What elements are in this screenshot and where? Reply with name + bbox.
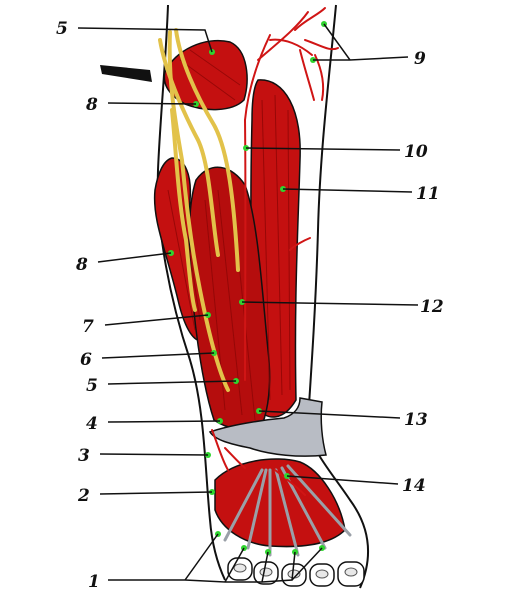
label-10: 10 bbox=[404, 142, 428, 162]
label-5-top: 5 bbox=[56, 19, 68, 39]
leader-2 bbox=[100, 492, 212, 494]
label-2: 2 bbox=[77, 486, 90, 506]
leader-3 bbox=[100, 454, 208, 455]
leader-6 bbox=[102, 353, 214, 358]
label-5-mid: 5 bbox=[86, 376, 98, 396]
label-14: 14 bbox=[402, 476, 426, 496]
leader-8-top bbox=[108, 103, 196, 104]
label-13: 13 bbox=[404, 410, 428, 430]
label-8-top: 8 bbox=[85, 95, 98, 115]
label-6: 6 bbox=[80, 350, 92, 370]
label-1: 1 bbox=[88, 572, 100, 592]
label-3: 3 bbox=[78, 446, 90, 466]
muscle-foot bbox=[215, 459, 345, 547]
label-9: 9 bbox=[414, 49, 426, 69]
leader-11 bbox=[283, 189, 412, 192]
cut-nerve-stub bbox=[100, 65, 152, 82]
leader-9 bbox=[313, 24, 408, 60]
leader-8-mid bbox=[98, 253, 171, 262]
label-4: 4 bbox=[86, 414, 98, 434]
label-7: 7 bbox=[82, 317, 94, 337]
label-12: 12 bbox=[420, 297, 444, 317]
label-8-mid: 8 bbox=[75, 255, 88, 275]
leader-4 bbox=[108, 421, 220, 422]
label-11: 11 bbox=[416, 184, 440, 204]
